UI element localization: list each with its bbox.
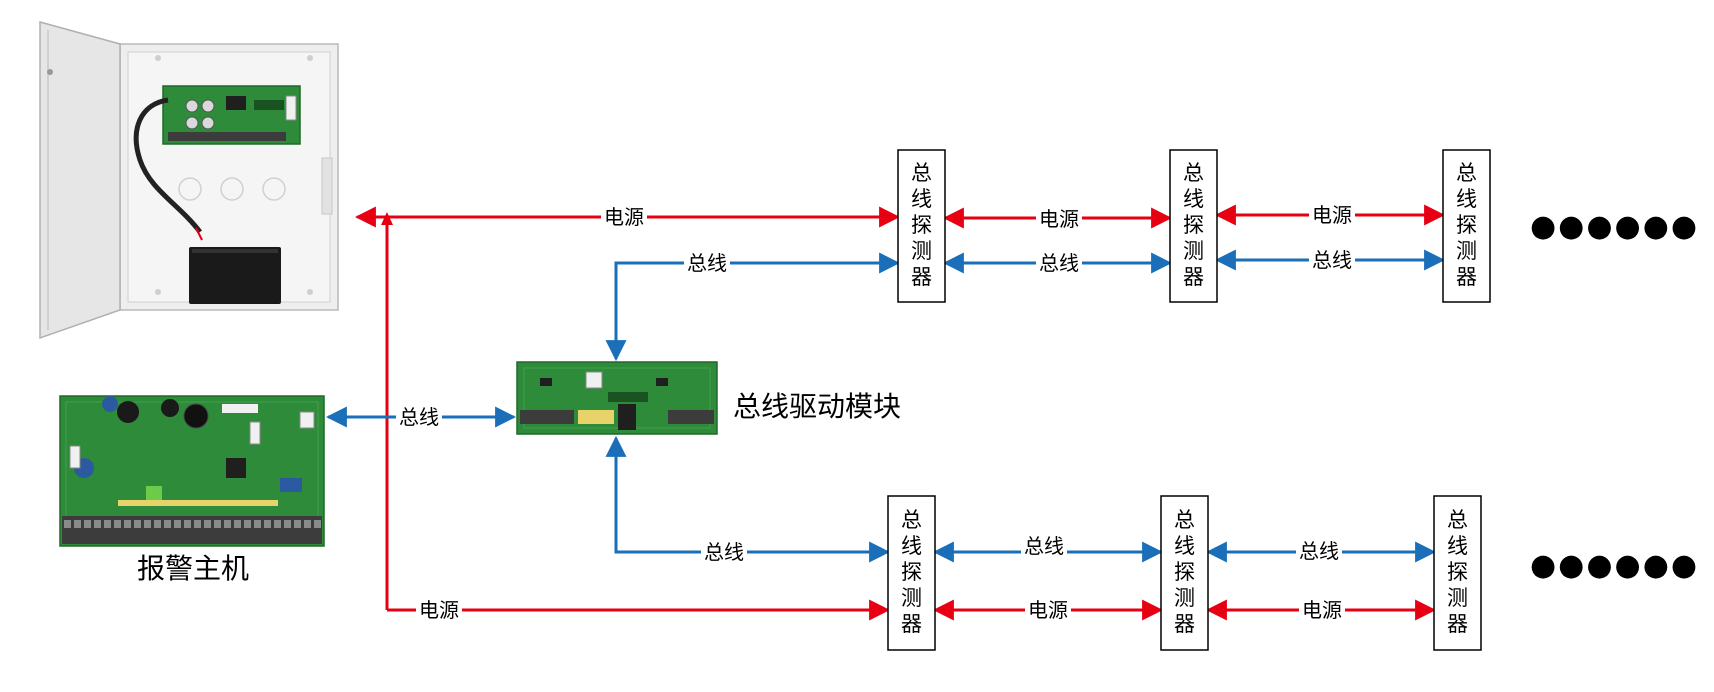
terminal-screw	[144, 520, 151, 528]
terminal-screw	[244, 520, 251, 528]
detector-char: 器	[1447, 612, 1468, 636]
detector-char: 总	[1174, 508, 1195, 532]
detector-char: 线	[901, 534, 922, 558]
detector-char: 线	[911, 187, 932, 211]
detector-char: 探	[1456, 213, 1477, 237]
detector-char: 器	[1183, 265, 1204, 289]
detector-char: 总	[1183, 161, 1204, 185]
detector-char: 探	[1183, 213, 1204, 237]
detector-char: 测	[901, 586, 922, 610]
detector-char: 总	[1456, 161, 1477, 185]
detector-top-2: 总 线 探 测 器	[1170, 150, 1217, 302]
terminal-screw	[204, 520, 211, 528]
detector-char: 线	[1447, 534, 1468, 558]
detector-char: 探	[911, 213, 932, 237]
power-label-bottom-1-2: 电源	[1028, 598, 1068, 622]
power-label-top-main: 电源	[604, 205, 644, 229]
detector-char: 探	[1447, 560, 1468, 584]
bus-label-bottom-main: 总线	[704, 540, 744, 564]
detector-bottom-2: 总 线 探 测 器	[1161, 496, 1208, 650]
detector-char: 总	[901, 508, 922, 532]
terminal-screw	[124, 520, 131, 528]
alarm-panel-pcb-icon	[60, 396, 324, 546]
terminal-screw	[314, 520, 321, 528]
bus-line-module-top	[616, 263, 898, 359]
terminal-screw	[234, 520, 241, 528]
detector-char: 器	[911, 265, 932, 289]
detector-char: 测	[911, 239, 932, 263]
detector-char: 探	[1174, 560, 1195, 584]
terminal-screw	[84, 520, 91, 528]
terminal-screw	[224, 520, 231, 528]
bus-driver-module-pcb-icon	[517, 362, 717, 434]
terminal-screw	[134, 520, 141, 528]
detector-top-1: 总 线 探 测 器	[898, 150, 945, 302]
power-label-top-2-3: 电源	[1312, 203, 1352, 227]
bus-line-module-bottom	[616, 438, 888, 552]
continuation-dots-top: ●●●●●●	[1530, 209, 1699, 244]
power-label-bottom-main: 电源	[419, 598, 459, 622]
detector-char: 测	[1183, 239, 1204, 263]
terminal-screw	[254, 520, 261, 528]
detector-char: 总	[911, 161, 932, 185]
detector-char: 器	[901, 612, 922, 636]
terminal-screw	[64, 520, 71, 528]
terminal-screw	[154, 520, 161, 528]
bus-label-top-main: 总线	[687, 251, 727, 275]
detector-char: 线	[1183, 187, 1204, 211]
bus-label-top-1-2: 总线	[1039, 251, 1079, 275]
bus-label-top-2-3: 总线	[1312, 248, 1352, 272]
detector-char: 器	[1456, 265, 1477, 289]
terminal-screw	[264, 520, 271, 528]
detector-char: 测	[1174, 586, 1195, 610]
detector-char: 总	[1447, 508, 1468, 532]
bus-label-panel-module: 总线	[399, 405, 439, 429]
terminal-screw	[274, 520, 281, 528]
module-caption: 总线驱动模块	[733, 390, 901, 423]
terminal-screw	[294, 520, 301, 528]
detector-char: 器	[1174, 612, 1195, 636]
power-label-top-1-2: 电源	[1039, 207, 1079, 231]
terminal-screw	[174, 520, 181, 528]
terminal-screw	[304, 520, 311, 528]
bus-label-bottom-1-2: 总线	[1024, 534, 1064, 558]
terminal-screw	[104, 520, 111, 528]
enclosure-with-power-board-icon	[40, 22, 338, 338]
detector-char: 线	[1456, 187, 1477, 211]
power-label-bottom-2-3: 电源	[1302, 598, 1342, 622]
terminal-screw	[164, 520, 171, 528]
detector-char: 探	[901, 560, 922, 584]
terminal-screw	[114, 520, 121, 528]
terminal-screw	[184, 520, 191, 528]
detector-top-3: 总 线 探 测 器	[1443, 150, 1490, 302]
detector-char: 测	[1456, 239, 1477, 263]
terminal-screw	[194, 520, 201, 528]
terminal-screw	[284, 520, 291, 528]
terminal-screw	[214, 520, 221, 528]
bus-label-bottom-2-3: 总线	[1299, 539, 1339, 563]
terminal-screw	[74, 520, 81, 528]
terminal-screw	[94, 520, 101, 528]
detector-char: 测	[1447, 586, 1468, 610]
continuation-dots-bottom: ●●●●●●	[1530, 548, 1699, 583]
detector-bottom-1: 总 线 探 测 器	[888, 496, 935, 650]
detector-bottom-3: 总 线 探 测 器	[1434, 496, 1481, 650]
detector-char: 线	[1174, 534, 1195, 558]
panel-caption: 报警主机	[137, 552, 249, 585]
detector-boxes: 总 线 探 测 器 总 线 探 测 器 总 线 探 测 器 总 线 探	[888, 150, 1490, 650]
